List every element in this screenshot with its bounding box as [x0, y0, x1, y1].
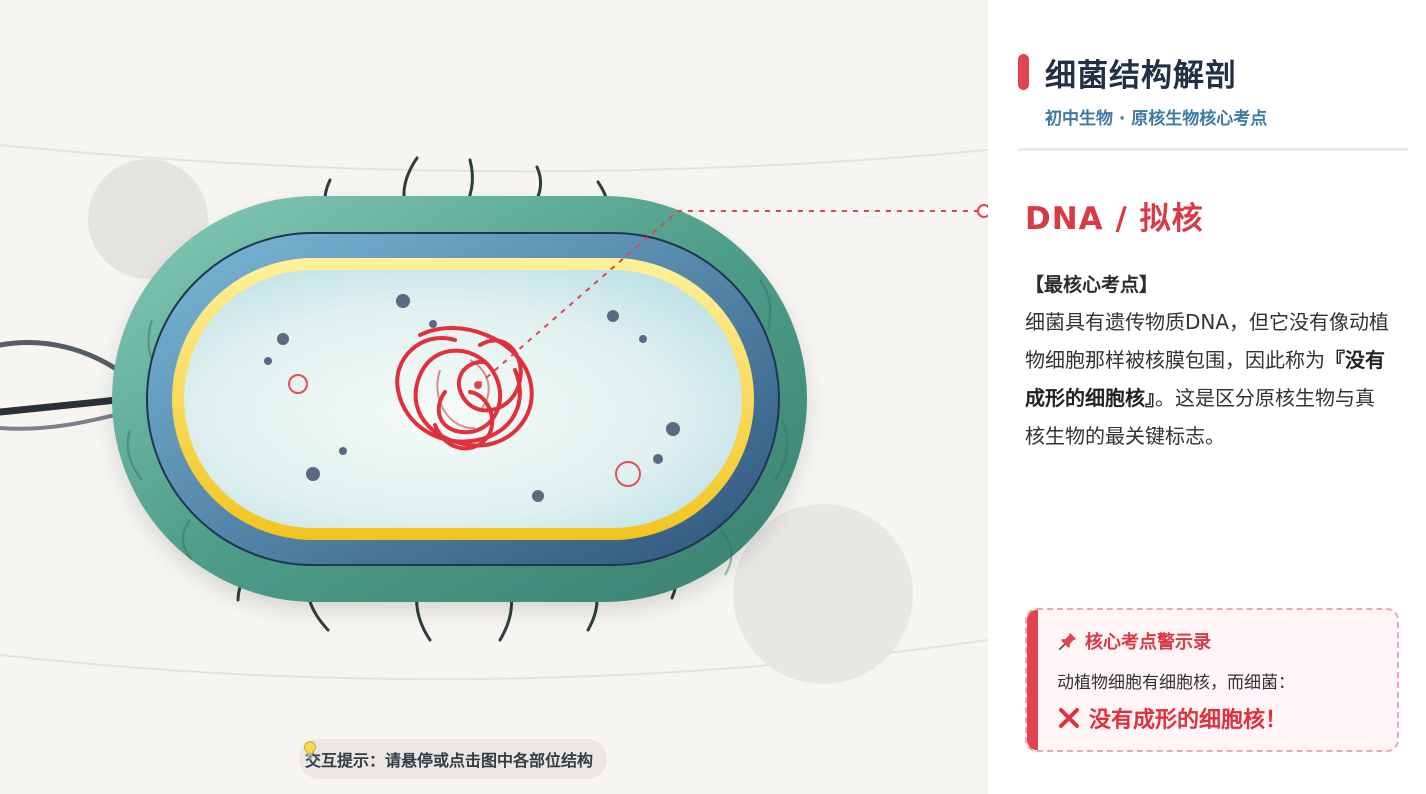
cross-mark-icon — [1059, 708, 1079, 728]
alert-accent-bar — [1027, 610, 1038, 750]
alert-title-text: 核心考点警示录 — [1085, 632, 1211, 653]
capsule-texture — [126, 279, 789, 576]
alert-text: 动植物细胞有细胞核，而细菌： — [1057, 673, 1295, 693]
interaction-hint: 交互提示：请悬停或点击图中各部位结构 — [299, 739, 608, 779]
description-text-end: 。这是区分原核生物与真核生物的最关键标志。 — [1025, 386, 1375, 448]
description-emphasis: 『没有成形的细胞核』 — [1025, 348, 1385, 410]
alert-emphasis: 没有成形的细胞核！ — [1057, 702, 1287, 734]
diagram-stage: 交互提示：请悬停或点击图中各部位结构 — [0, 144, 988, 779]
light-bulb-icon — [304, 741, 316, 759]
divider — [1018, 148, 1408, 151]
description-text: 细菌具有遗传物质DNA，但它没有像动植物细胞那样被核膜包围，因此称为 — [1025, 310, 1390, 372]
dna-callout — [474, 204, 988, 389]
key-point-alert: 核心考点警示录 动植物细胞有细胞核，而细菌： 没有成形的细胞核！ — [1025, 608, 1399, 752]
background-circle — [733, 504, 913, 684]
hint-text: 交互提示：请悬停或点击图中各部位结构 — [305, 751, 594, 770]
ribosomes[interactable] — [264, 294, 680, 502]
part-description: 细菌具有遗传物质DNA，但它没有像动植物细胞那样被核膜包围，因此称为『没有成形的… — [1025, 303, 1393, 455]
info-panel: 细菌结构解剖 初中生物 · 原核生物核心考点 DNA / 拟核 【最核心考点】 … — [988, 0, 1426, 794]
dna-nucleoid-inner — [436, 359, 490, 430]
key-point-tag: 【最核心考点】 — [1025, 274, 1159, 296]
page-title: 细菌结构解剖 — [1045, 58, 1237, 94]
pushpin-icon — [1058, 632, 1077, 651]
selected-part-name: DNA / 拟核 — [1025, 201, 1204, 237]
dna-nucleoid[interactable] — [395, 325, 534, 451]
title-accent-bar — [1018, 54, 1029, 90]
background-circle — [88, 159, 208, 279]
background-curve — [0, 144, 988, 173]
alert-title: 核心考点警示录 — [1057, 628, 1211, 654]
alert-emphasis-text: 没有成形的细胞核！ — [1089, 708, 1288, 733]
plasmids[interactable] — [288, 374, 641, 487]
bacteria-diagram — [0, 144, 988, 684]
page-subtitle: 初中生物 · 原核生物核心考点 — [1045, 109, 1268, 129]
